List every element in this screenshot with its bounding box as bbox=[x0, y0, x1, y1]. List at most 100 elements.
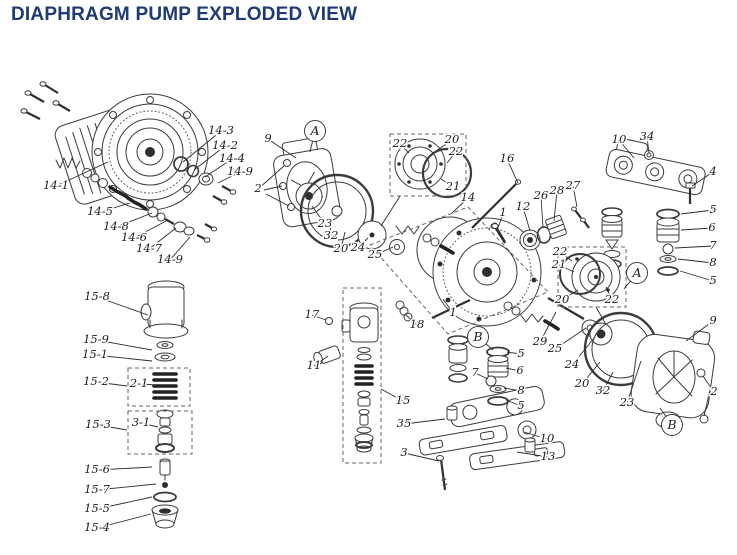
leader-line bbox=[95, 339, 153, 351]
part-label: 17 bbox=[305, 307, 320, 321]
part-label: 15-8 bbox=[84, 289, 110, 303]
part-label: 7 bbox=[471, 365, 479, 379]
part-label: 22 bbox=[604, 292, 620, 306]
leader-line bbox=[217, 171, 241, 184]
leader-line bbox=[506, 351, 522, 355]
subassembly-box bbox=[389, 133, 467, 197]
part-label: 2-1 bbox=[129, 376, 149, 390]
center-valve-stack bbox=[313, 300, 413, 453]
part-label: 15-4 bbox=[84, 520, 110, 534]
part-label: 22 bbox=[448, 144, 464, 158]
left-mid-valve-chain bbox=[126, 196, 218, 243]
leader-line bbox=[403, 418, 446, 425]
part-label: 24 bbox=[350, 240, 366, 254]
part-label: 14-9 bbox=[227, 164, 253, 178]
leader-line bbox=[581, 361, 601, 385]
part-label: 20 bbox=[574, 376, 590, 390]
subassembly-box bbox=[557, 246, 627, 308]
part-label: 25 bbox=[547, 341, 563, 355]
leader-line bbox=[399, 143, 410, 154]
part-label: 20 bbox=[554, 292, 570, 306]
leader-line bbox=[148, 227, 177, 250]
leader-line bbox=[497, 212, 504, 229]
leader-line bbox=[169, 236, 191, 261]
leader-line bbox=[115, 212, 153, 228]
right-valve-stack-lower bbox=[656, 208, 680, 276]
part-label: 3-1 bbox=[132, 415, 151, 429]
leader-line bbox=[96, 296, 149, 316]
part-label: 5 bbox=[517, 346, 524, 360]
leader-line bbox=[204, 158, 233, 178]
circled-ref bbox=[304, 120, 326, 142]
right-clamp-ring bbox=[559, 252, 621, 329]
leader-line bbox=[680, 209, 714, 215]
part-label: 12 bbox=[516, 199, 531, 213]
part-label: 14-2 bbox=[212, 138, 238, 152]
leader-line bbox=[267, 138, 297, 159]
leader-line bbox=[55, 161, 109, 187]
part-label: 14-7 bbox=[136, 241, 163, 255]
circled-ref-label: A bbox=[309, 123, 319, 138]
part-label: 26 bbox=[533, 188, 549, 202]
center-main-body bbox=[395, 216, 560, 331]
leader-line bbox=[380, 388, 404, 402]
leader-line bbox=[626, 360, 642, 404]
leader-line bbox=[561, 289, 579, 301]
part-label: 14-9 bbox=[157, 252, 183, 266]
circled-ref bbox=[626, 262, 648, 284]
leader-line bbox=[646, 136, 650, 154]
part-label: 27 bbox=[565, 178, 581, 192]
part-label: 5 bbox=[709, 273, 716, 287]
part-label: 32 bbox=[324, 228, 339, 242]
center-bottom-stack bbox=[447, 335, 510, 406]
leader-line bbox=[685, 320, 714, 342]
leader-line bbox=[674, 245, 714, 249]
part-label: 14-5 bbox=[87, 204, 113, 218]
leader-line bbox=[257, 165, 285, 190]
part-label: 35 bbox=[397, 416, 412, 430]
page-title: DIAPHRAGM PUMP EXPLODED VIEW bbox=[11, 4, 358, 25]
part-label: 21 bbox=[445, 179, 461, 193]
leader-line bbox=[435, 139, 453, 152]
part-label: 29 bbox=[532, 334, 548, 348]
leader-line bbox=[182, 130, 222, 163]
part-label: 3 bbox=[400, 445, 407, 459]
part-label: 34 bbox=[640, 129, 655, 143]
leader-line bbox=[553, 190, 558, 222]
part-label: 9 bbox=[709, 313, 716, 327]
leader-line bbox=[559, 251, 573, 262]
leader-line bbox=[446, 151, 457, 164]
part-label: 14-4 bbox=[219, 151, 245, 165]
leader-line bbox=[96, 513, 152, 529]
part-label: 15-5 bbox=[84, 501, 110, 515]
leader-line bbox=[506, 158, 519, 184]
circled-ref-label: A bbox=[631, 265, 641, 280]
leader-line bbox=[680, 227, 713, 231]
leader-line bbox=[403, 452, 440, 462]
top-middle-clamp-ring bbox=[380, 138, 473, 227]
leader-line bbox=[522, 206, 531, 232]
part-label: 28 bbox=[549, 183, 565, 197]
leader-line bbox=[329, 221, 332, 237]
leader-line bbox=[554, 327, 587, 350]
part-label: 18 bbox=[410, 317, 425, 331]
part-label: 5 bbox=[517, 398, 524, 412]
part-label: 22 bbox=[392, 136, 408, 150]
bearing-cluster bbox=[491, 206, 590, 251]
part-label: 13 bbox=[541, 449, 556, 463]
part-label: 8 bbox=[517, 383, 524, 397]
leader-line bbox=[405, 314, 418, 326]
leader-line bbox=[505, 399, 522, 407]
circled-ref-label: B bbox=[472, 329, 482, 344]
subassembly-box bbox=[127, 367, 191, 407]
leader-line bbox=[572, 185, 578, 208]
part-label: 20 bbox=[444, 132, 460, 146]
right-pump-casing bbox=[630, 330, 716, 429]
leader-line bbox=[539, 311, 557, 343]
leader-line bbox=[451, 197, 469, 214]
part-label: 14-6 bbox=[121, 230, 147, 244]
part-label: 1 bbox=[449, 305, 456, 319]
leader-line bbox=[96, 466, 153, 471]
part-label: 16 bbox=[500, 151, 515, 165]
leader-line bbox=[442, 298, 454, 314]
